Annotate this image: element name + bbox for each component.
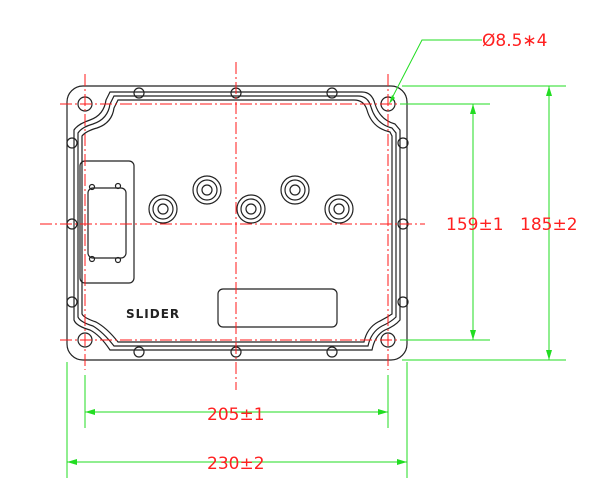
edge-tabs bbox=[66, 87, 409, 358]
controller-housing bbox=[66, 85, 408, 361]
terminals bbox=[148, 175, 354, 224]
label-plate bbox=[217, 288, 338, 328]
connector bbox=[79, 160, 135, 284]
dimension-lines bbox=[66, 39, 566, 478]
outer-width-dimension: 230±2 bbox=[207, 454, 265, 474]
centerlines bbox=[40, 62, 425, 390]
inner-width-dimension: 205±1 bbox=[207, 405, 265, 425]
brand-logo: SLIDER bbox=[126, 307, 180, 321]
inner-height-dimension: 159±1 bbox=[446, 215, 504, 235]
outer-height-dimension: 185±2 bbox=[520, 215, 578, 235]
hole-dimension: Ø8.5∗4 bbox=[482, 31, 547, 51]
